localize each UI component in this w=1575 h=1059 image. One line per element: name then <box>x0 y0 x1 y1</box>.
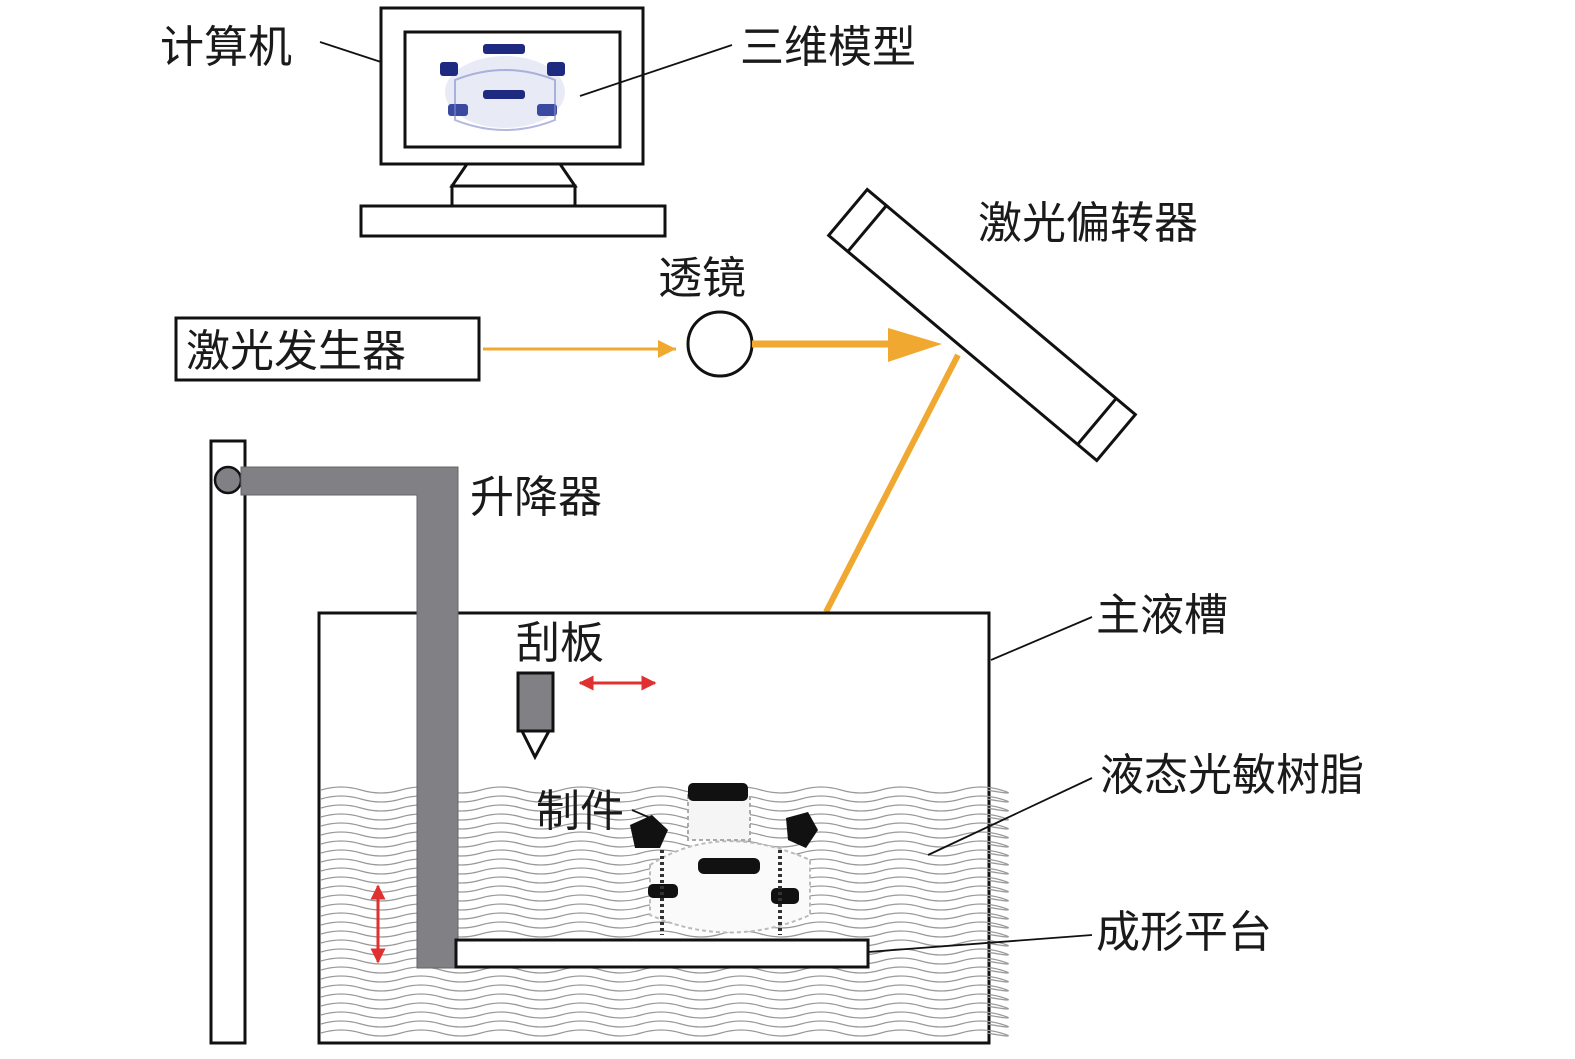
laser-generator-box <box>174 316 481 382</box>
keyboard-base <box>359 204 667 238</box>
label-lens: 透镜 <box>658 253 746 304</box>
resin-wave-line <box>320 966 1010 974</box>
laser-beam-3 <box>823 353 961 614</box>
lens <box>686 310 754 378</box>
label-resin: 液态光敏树脂 <box>1100 750 1364 801</box>
label-3d-model: 三维模型 <box>740 22 916 73</box>
resin-wave-line <box>320 1011 1010 1019</box>
label-part: 制件 <box>536 786 624 837</box>
monitor-stand <box>449 162 578 188</box>
elevator-arm <box>240 466 459 969</box>
laser-beam-2-head <box>888 328 942 362</box>
resin-wave-line <box>320 984 1010 992</box>
resin-wave-line <box>320 1020 1010 1028</box>
leader-lines <box>319 41 1093 953</box>
label-scraper: 刮板 <box>516 618 604 669</box>
elevator-pivot <box>213 465 243 495</box>
label-laser-generator: 激光发生器 <box>186 326 406 377</box>
resin-wave-line <box>320 993 1010 1001</box>
monitor-neck <box>450 184 577 208</box>
label-forming-platform: 成形平台 <box>1096 907 1272 958</box>
label-computer: 计算机 <box>160 22 292 73</box>
part-graphic <box>630 783 818 935</box>
resin-wave-line <box>320 1029 1010 1037</box>
resin-wave-line <box>320 975 1010 983</box>
label-laser-deflector: 激光偏转器 <box>978 198 1198 249</box>
scraper <box>516 671 555 761</box>
label-elevator: 升降器 <box>470 472 602 523</box>
screen-model-graphic <box>440 44 565 131</box>
laser-deflector <box>826 187 1138 463</box>
elevator-pole <box>209 439 247 1045</box>
forming-platform <box>454 938 870 969</box>
label-main-tank: 主液槽 <box>1096 590 1228 641</box>
resin-wave-line <box>320 1002 1010 1010</box>
